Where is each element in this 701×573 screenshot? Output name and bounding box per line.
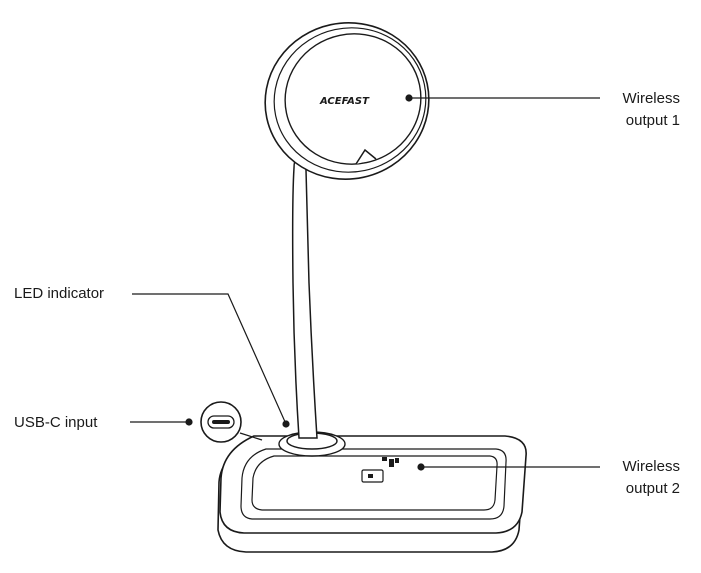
led-indicator-label: LED indicator (14, 285, 105, 302)
charging-pad-2 (251, 455, 498, 511)
stand-pole (291, 149, 326, 439)
magnetic-charging-head (264, 22, 430, 180)
dot-wireless-1 (405, 94, 413, 102)
base-indicator-icons (361, 457, 399, 483)
dot-led (282, 420, 290, 428)
leader-dots (185, 94, 425, 471)
wireless-output-1-line2: output 1 (625, 112, 680, 129)
wireless-output-2-label: Wireless output 2 (590, 456, 680, 500)
wireless-output-2-line1: Wireless (622, 458, 680, 475)
dot-usb (185, 418, 193, 426)
wireless-output-1-label: Wireless output 1 (590, 88, 680, 132)
stand-collar (278, 431, 346, 457)
usb-c-input-label: USB-C input (14, 414, 98, 431)
wireless-output-1-line1: Wireless (622, 90, 680, 107)
dot-wireless-2 (417, 463, 425, 471)
leader-lines (130, 97, 600, 468)
brand-logo: ACEFAST (319, 96, 370, 107)
wireless-output-2-line2: output 2 (625, 480, 680, 497)
usb-c-port-magnifier (200, 401, 263, 443)
leader-led (132, 293, 287, 425)
